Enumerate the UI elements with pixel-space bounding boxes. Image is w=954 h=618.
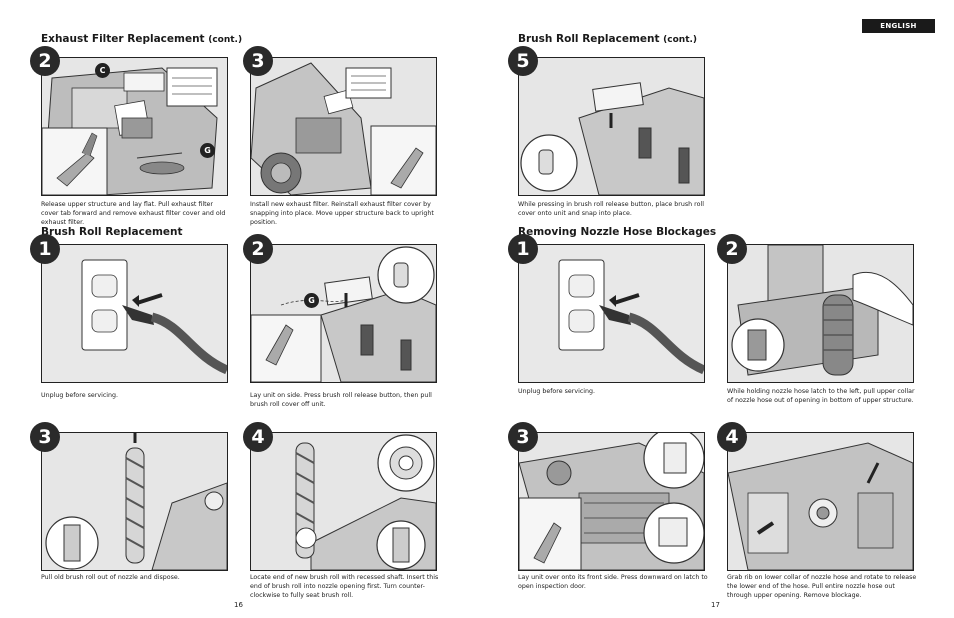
section-title-text: Brush Roll Replacement [518, 33, 660, 45]
illustration-panel-brushroll-step-2 [250, 244, 437, 383]
callout-letter-c: C [95, 63, 110, 78]
unplug-illustration [519, 245, 704, 382]
step-caption: Grab rib on lower collar of nozzle hose … [727, 574, 917, 599]
illustration-panel-brushroll-step-4 [250, 432, 437, 571]
step-caption: While pressing in brush roll release but… [518, 201, 704, 217]
nozzle-hose-collar-illustration [728, 245, 913, 382]
step-caption: Unplug before servicing. [518, 388, 596, 395]
step-number-badge: 5 [508, 46, 538, 76]
step-number-badge: 2 [30, 46, 60, 76]
step-caption: Release upper structure and lay flat. Pu… [41, 201, 226, 226]
step-number-badge: 3 [243, 46, 273, 76]
step-number-badge: 2 [717, 234, 747, 264]
step-caption: Unplug before servicing. [41, 392, 119, 399]
step-number-badge: 4 [243, 422, 273, 452]
section-title-brush-roll-cont: Brush Roll Replacement (cont.) [518, 33, 697, 45]
unplug-illustration [42, 245, 227, 382]
brush-roll-cover-install-illustration [519, 58, 704, 195]
inspection-door-illustration [519, 433, 704, 570]
step-caption: Lay unit on side. Press brush roll relea… [250, 392, 432, 408]
step-number-badge: 4 [717, 422, 747, 452]
step-caption: While holding nozzle hose latch to the l… [727, 388, 915, 404]
section-title-nozzle-hose: Removing Nozzle Hose Blockages [518, 226, 717, 238]
page-number-left: 16 [234, 601, 243, 609]
illustration-panel-brushroll-step-5 [518, 57, 705, 196]
illustration-panel-exhaust-step-3 [250, 57, 437, 196]
brush-roll-install-illustration [251, 433, 436, 570]
step-number-badge: 3 [30, 422, 60, 452]
callout-letter-g: G [304, 293, 319, 308]
step-caption: Pull old brush roll out of nozzle and di… [41, 574, 180, 581]
illustration-panel-nozzle-step-4 [727, 432, 914, 571]
vacuum-filter-install-illustration [251, 58, 436, 195]
nozzle-hose-removal-illustration [728, 433, 913, 570]
step-caption: Lay unit over onto its front side. Press… [518, 574, 708, 590]
step-caption: Locate end of new brush roll with recess… [250, 574, 439, 599]
illustration-panel-nozzle-step-2 [727, 244, 914, 383]
illustration-panel-nozzle-step-1 [518, 244, 705, 383]
illustration-panel-brushroll-step-1 [41, 244, 228, 383]
section-title-exhaust-filter: Exhaust Filter Replacement (cont.) [41, 33, 242, 45]
page-number-right: 17 [711, 601, 720, 609]
illustration-panel-brushroll-step-3 [41, 432, 228, 571]
brush-roll-cover-removal-illustration [251, 245, 436, 382]
illustration-panel-nozzle-step-3 [518, 432, 705, 571]
section-title-brush-roll: Brush Roll Replacement [41, 226, 183, 238]
illustration-panel-exhaust-step-2 [41, 57, 228, 196]
step-number-badge: 2 [243, 234, 273, 264]
brush-roll-removal-illustration [42, 433, 227, 570]
vacuum-exhaust-illustration [42, 58, 227, 195]
step-caption: Install new exhaust filter. Reinstall ex… [250, 201, 434, 226]
section-title-text: Exhaust Filter Replacement [41, 33, 205, 45]
language-badge: ENGLISH [862, 19, 935, 33]
section-title-suffix: (cont.) [208, 35, 243, 45]
step-number-badge: 3 [508, 422, 538, 452]
callout-letter-g: G [200, 143, 215, 158]
section-title-suffix: (cont.) [663, 35, 698, 45]
step-number-badge: 1 [508, 234, 538, 264]
step-number-badge: 1 [30, 234, 60, 264]
